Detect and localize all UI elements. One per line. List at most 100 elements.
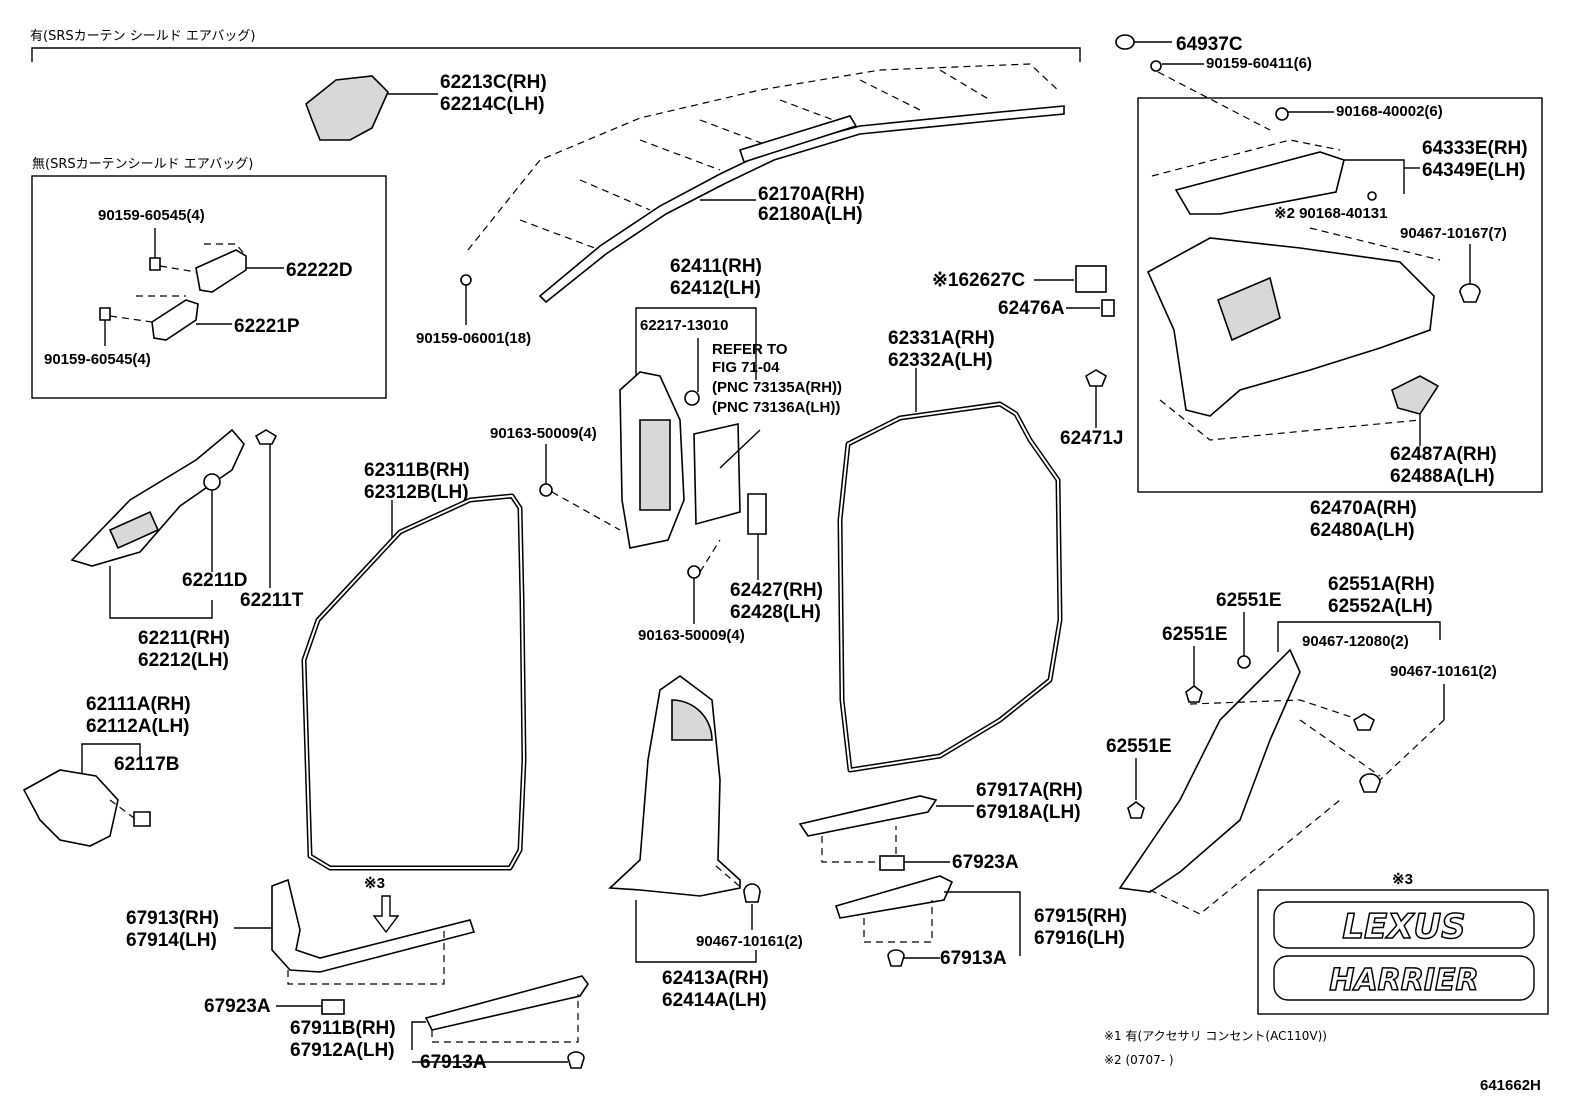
refer-line-2: FIG 71-04	[712, 359, 780, 376]
note-3-marker-a: ※3	[364, 875, 385, 892]
label-62213c: 62213C(RH)	[440, 72, 547, 93]
c-pillar-lower	[1118, 648, 1301, 893]
harrier-emblem-frame	[1273, 955, 1535, 1001]
label-62212: 62212(LH)	[138, 650, 229, 671]
leader-bracket	[635, 900, 757, 963]
label-67914: 67914(LH)	[126, 930, 217, 951]
label-62312b: 62312B(LH)	[364, 482, 469, 503]
label-62487a: 62487A(RH)	[1390, 444, 1497, 465]
rear-door-weatherstrip	[837, 401, 1063, 773]
leader-dash	[109, 799, 135, 819]
clip-icon	[1359, 773, 1381, 793]
screw-icon	[1150, 60, 1162, 72]
harrier-emblem-text: HARRIER	[1329, 963, 1478, 998]
clip-icon	[684, 390, 700, 406]
cover-62427	[747, 493, 767, 535]
label-90467-10167: 90467-10167(7)	[1400, 225, 1507, 242]
clip-icon	[1127, 801, 1145, 819]
emblem-box	[1257, 889, 1549, 1015]
label-67918a: 67918A(LH)	[976, 802, 1081, 823]
clip-icon	[1237, 655, 1251, 669]
label-62470a: 62470A(RH)	[1310, 498, 1417, 519]
leader-bracket	[944, 891, 1021, 956]
seatbelt-anchor-plate	[693, 423, 741, 526]
weatherstrip-inner	[839, 403, 1061, 771]
leader-dash	[551, 491, 621, 531]
label-62311b: 62311B(RH)	[364, 460, 470, 481]
label-62332a: 62332A(LH)	[888, 350, 993, 371]
label-62552a: 62552A(LH)	[1328, 596, 1433, 617]
leader-bracket	[1277, 621, 1441, 652]
clip-icon	[460, 274, 472, 286]
leader-dash	[1149, 799, 1341, 915]
label-62427: 62427(RH)	[730, 580, 823, 601]
leader-dash	[1189, 699, 1361, 721]
cap-64937c-icon	[1115, 34, 1135, 50]
leader	[719, 429, 761, 469]
label-62414a: 62414A(LH)	[662, 990, 767, 1011]
label-64349e: 64349E(LH)	[1422, 160, 1526, 181]
clip-62211t-icon	[254, 429, 278, 445]
note-3-marker-b: ※3	[1392, 871, 1413, 888]
quarter-trim-62470a	[1146, 237, 1435, 417]
label-90159-60411: 90159-60411(6)	[1206, 55, 1312, 72]
clip-icon	[1353, 713, 1375, 731]
scuff-plate-67911b	[424, 975, 589, 1031]
clip-icon	[1101, 299, 1115, 317]
b-pillar-lower-detail	[671, 699, 713, 741]
lexus-emblem-frame	[1273, 901, 1535, 949]
screw-icon	[99, 307, 111, 321]
airbag-inflator	[738, 115, 858, 164]
figure-id: 641662H	[1480, 1077, 1541, 1094]
clip-67913a-icon	[887, 949, 905, 967]
footnote-1: ※1 有(アクセサリ コンセント(AC110V))	[1104, 1029, 1327, 1043]
clip-62117b-icon	[133, 811, 151, 827]
label-90163-50009-a: 90163-50009(4)	[490, 425, 597, 442]
label-67923a-b: 67923A	[204, 996, 271, 1017]
refer-line-4: (PNC 73136A(LH))	[712, 399, 840, 416]
airbag-dashes	[519, 69, 991, 251]
clip-icon	[1185, 685, 1203, 703]
scuff-plate-67915	[834, 875, 954, 919]
a-pillar-speaker	[108, 510, 160, 550]
quarter-trim-window	[1216, 276, 1281, 342]
clip-icon	[1459, 283, 1481, 303]
label-90467-10161-a: 90467-10161(2)	[1390, 663, 1497, 680]
cowl-trim	[22, 769, 119, 847]
accessory-socket-icon	[1075, 265, 1107, 293]
screw-icon	[687, 565, 701, 579]
label-62211: 62211(RH)	[138, 628, 230, 649]
label-62214c: 62214C(LH)	[440, 94, 545, 115]
leader-bracket	[109, 566, 213, 619]
label-62170a: 62170A(RH)	[758, 184, 865, 205]
arrow-down-icon	[372, 895, 400, 934]
label-62627c: ※162627C	[932, 270, 1025, 291]
label-62221p: 62221P	[234, 316, 300, 337]
label-62488a: 62488A(LH)	[1390, 466, 1495, 487]
leader-dash	[109, 295, 186, 323]
leader-bracket	[635, 307, 757, 380]
label-62551e-a: 62551E	[1216, 590, 1282, 611]
label-90168-40002: 90168-40002(6)	[1336, 103, 1443, 120]
label-67913: 67913(RH)	[126, 908, 219, 929]
label-67913a-a: 67913A	[940, 948, 1007, 969]
label-62111a: 62111A(RH)	[86, 694, 191, 715]
label-62211t: 62211T	[240, 590, 304, 611]
leader-bracket	[1344, 159, 1405, 194]
label-62217-13010: 62217-13010	[640, 317, 728, 334]
lexus-emblem-text: LEXUS	[1342, 907, 1465, 947]
label-62551e-c: 62551E	[1106, 736, 1172, 757]
label-62551e-b: 62551E	[1162, 624, 1228, 645]
label-62413a: 62413A(RH)	[662, 968, 769, 989]
airbag-rail-62170a	[538, 105, 1065, 304]
label-90159-06001: 90159-06001(18)	[416, 330, 531, 347]
tonneau-hook-64333e	[1174, 151, 1345, 215]
clip-67923a-icon	[879, 855, 905, 871]
front-door-weatherstrip	[301, 493, 527, 871]
label-90467-12080: 90467-12080(2)	[1302, 633, 1409, 650]
label-62117b: 62117B	[114, 754, 180, 775]
clip-62471j-icon	[1085, 369, 1107, 387]
vent-62487a	[1391, 375, 1440, 415]
label-62211d: 62211D	[182, 570, 248, 591]
